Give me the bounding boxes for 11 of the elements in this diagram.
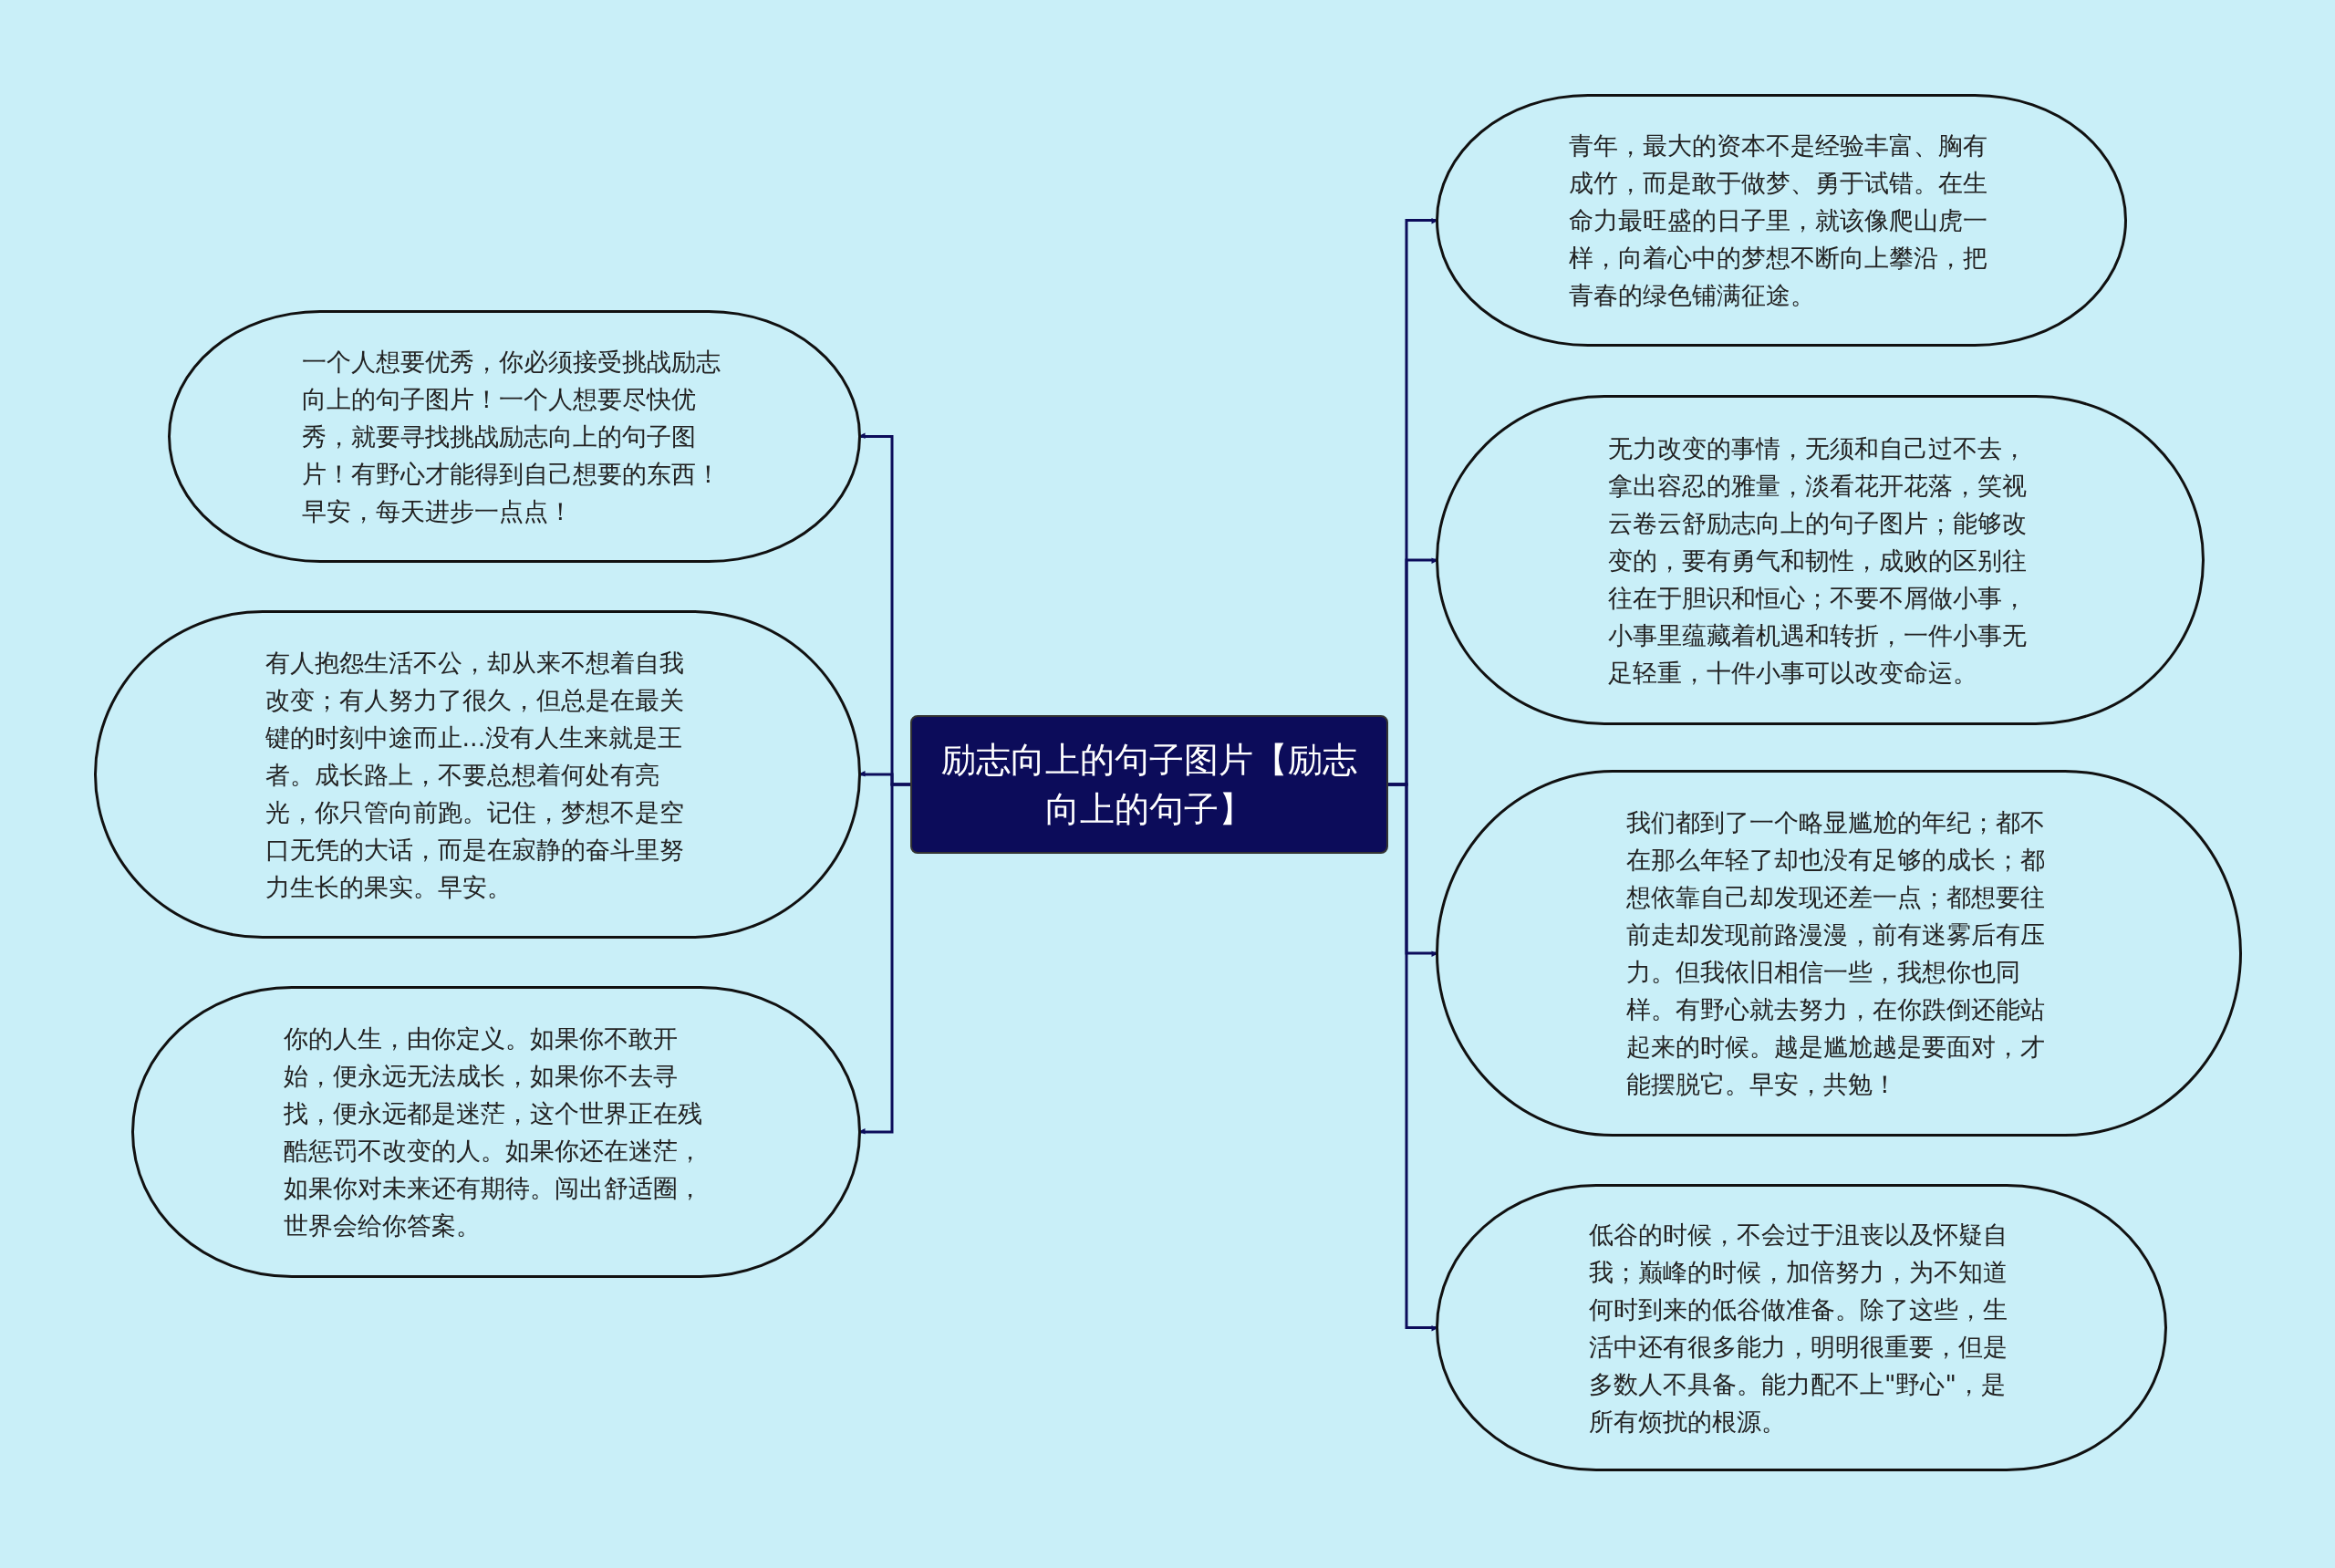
connector-arrow <box>1388 783 1437 1332</box>
connector-arrow <box>859 783 910 1135</box>
quote-text: 我们都到了一个略显尴尬的年纪；都不在那么年轻了却也没有足够的成长；都想依靠自己却发现还差一点；都想要往前走却发现前路漫漫，前有迷雾后有压力。但我依旧相信一些，我想你也同样。有野心就去努力，在你跌倒还能站起来的时候。越是尴尬越是要面对，才能摆脱它。早安，共勉！ <box>1626 807 2046 1100</box>
quote-text: 一个人想要优秀，你必须接受挑战励志向上的句子图片！一个人想要尽快优秀，就要寻找挑战励志向上的句子图片！有野心才能得到自己想要的东西！早安，每天进步一点点！ <box>302 347 721 527</box>
quote-text: 有人抱怨生活不公，却从来不想着自我改变；有人努力了很久，但总是在最关键的时刻中途而止...没有人生来就是王者。成长路上，不要总想着何处有亮光，你只管向前跑。记住，梦想不是空口无凭的大话，而是在寂静的奋斗里努力生长的果实。早安。 <box>265 647 685 903</box>
topic-title: 励志向上的句子图片【励志向上的句子】 <box>940 739 1358 831</box>
central-topic-box <box>910 715 1388 854</box>
quote-text: 低谷的时候，不会过于沮丧以及怀疑自我；巅峰的时候，加倍努力，为不知道何时到来的低谷做准备。除了这些，生活中还有很多能力，明明很重要，但是多数人不具备。能力配不上"野心"，是所有烦扰的根源。 <box>1589 1219 2008 1438</box>
quote-text: 你的人生，由你定义。如果你不敢开始，便永远无法成长，如果你不去寻找，便永远都是迷茫，这个世界正在残酷惩罚不改变的人。如果你还在迷茫，如果你对未来还有期待。闯出舒适圈，世界会给你答案。 <box>284 1023 703 1241</box>
quote-text: 青年，最大的资本不是经验丰富、胸有成竹，而是敢于做梦、勇于试错。在生命力最旺盛的日子里，就该像爬山虎一样，向着心中的梦想不断向上攀沿，把青春的绿色铺满征途。 <box>1569 130 1988 311</box>
quote-text: 无力改变的事情，无须和自己过不去，拿出容忍的雅量，淡看花开花落，笑视云卷云舒励志向上的句子图片；能够改变的，要有勇气和韧性，成败的区别往往在于胆识和恒心；不要不屑做小事，小事里蕴藏着机遇和转折，一件小事无足轻重，十件小事可以改变命运。 <box>1607 432 2028 689</box>
